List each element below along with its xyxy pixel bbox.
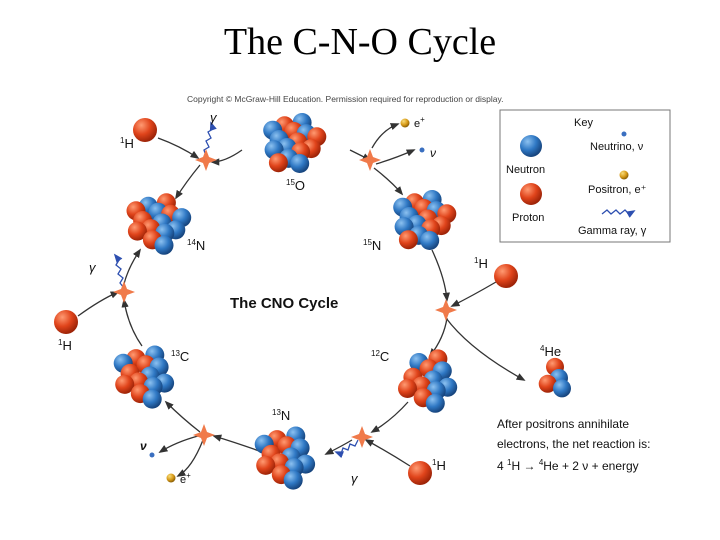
- net-reaction-line3: 4 1H → 4He + 2 ν + energy: [497, 458, 639, 473]
- label-h1: 1H: [474, 256, 488, 271]
- label-n13: 13N: [272, 408, 290, 423]
- proton-h1: [54, 310, 78, 334]
- gamma-label: γ: [351, 471, 359, 486]
- proton-h1: [494, 264, 518, 288]
- flash-icon: [193, 424, 215, 446]
- key-title: Key: [574, 117, 593, 129]
- arrow-n14-to-o15: [210, 149, 243, 166]
- key-neutrino-icon: [621, 131, 627, 137]
- neutron: [154, 235, 174, 255]
- proton-h1: [133, 118, 157, 142]
- label-n15: 15N: [363, 238, 381, 253]
- side-arrows: [77, 123, 526, 477]
- key-gamma-label: Gamma ray, γ: [578, 225, 647, 237]
- key-legend: Key Neutron Proton Neutrino, ν Positron,…: [499, 109, 671, 243]
- center-label: The CNO Cycle: [230, 295, 338, 312]
- copyright-notice: Copyright © McGraw-Hill Education. Permi…: [187, 94, 504, 104]
- neutrino-icon: [149, 452, 155, 458]
- label-c12: 12C: [371, 349, 389, 364]
- key-neutrino-label: Neutrino, ν: [590, 141, 644, 153]
- neutron: [553, 379, 571, 398]
- neutron: [283, 470, 303, 490]
- key-neutron-icon: [520, 135, 542, 157]
- key-neutron-label: Neutron: [506, 164, 545, 176]
- proton: [256, 455, 276, 475]
- key-positron-label: Positron, e⁺: [588, 184, 647, 196]
- proton-h1: [408, 461, 432, 485]
- neutrino-label: ν: [140, 439, 147, 453]
- neutron: [290, 154, 310, 173]
- label-n14: 14N: [187, 238, 205, 253]
- nucleus-n14: [126, 193, 192, 255]
- proton: [398, 230, 418, 250]
- flash-icon: [359, 149, 381, 171]
- proton: [538, 374, 557, 393]
- key-gamma-icon: [601, 209, 636, 218]
- proton: [127, 221, 147, 241]
- flash-icon: [351, 426, 373, 448]
- neutron: [425, 393, 445, 413]
- neutrino-icon: [419, 147, 425, 153]
- nucleus-n13: [254, 426, 316, 490]
- nucleus-c12: [398, 349, 458, 413]
- label-h1: 1H: [432, 458, 446, 473]
- nucleus-c13: [113, 345, 175, 409]
- gamma-label: γ: [89, 260, 97, 275]
- label-h1: 1H: [58, 338, 72, 353]
- flash-icon: [195, 149, 217, 171]
- positron-icon: [166, 473, 176, 483]
- label-o15: 15O: [286, 178, 305, 193]
- neutron: [142, 389, 162, 409]
- proton: [268, 153, 288, 173]
- label-h1: 1H: [120, 136, 134, 151]
- gamma-ray-icon: [113, 253, 125, 289]
- positron-icon: [400, 118, 410, 128]
- reaction-flashes: [113, 149, 457, 448]
- neutron: [420, 231, 440, 250]
- gamma-ray-icon: [334, 439, 359, 459]
- neutrino-label: ν: [430, 146, 436, 160]
- label-c13: 13C: [171, 349, 189, 364]
- nucleus-o15: [263, 113, 327, 173]
- key-positron-icon: [619, 170, 629, 180]
- positron-label: e+: [180, 471, 191, 486]
- key-proton-icon: [520, 183, 542, 205]
- positron-label: e+: [414, 115, 425, 130]
- flash-icon: [113, 281, 135, 303]
- label-he4: 4He: [540, 344, 561, 359]
- flash-icon: [435, 299, 457, 321]
- net-reaction-line2: electrons, the net reaction is:: [497, 437, 650, 451]
- cycle-arrows: [121, 149, 450, 455]
- net-reaction-line1: After positrons annihilate: [497, 417, 629, 431]
- gamma-label: γ: [210, 110, 218, 125]
- gamma-rays: [113, 121, 359, 459]
- net-reaction: After positrons annihilate electrons, th…: [497, 417, 650, 473]
- proton: [115, 374, 135, 394]
- gamma-ray-icon: [203, 121, 217, 157]
- slide-title: The C-N-O Cycle: [223, 21, 497, 63]
- proton: [398, 379, 417, 398]
- nucleus-he4: [538, 357, 571, 398]
- nucleus-n15: [393, 190, 457, 250]
- key-proton-label: Proton: [512, 212, 544, 224]
